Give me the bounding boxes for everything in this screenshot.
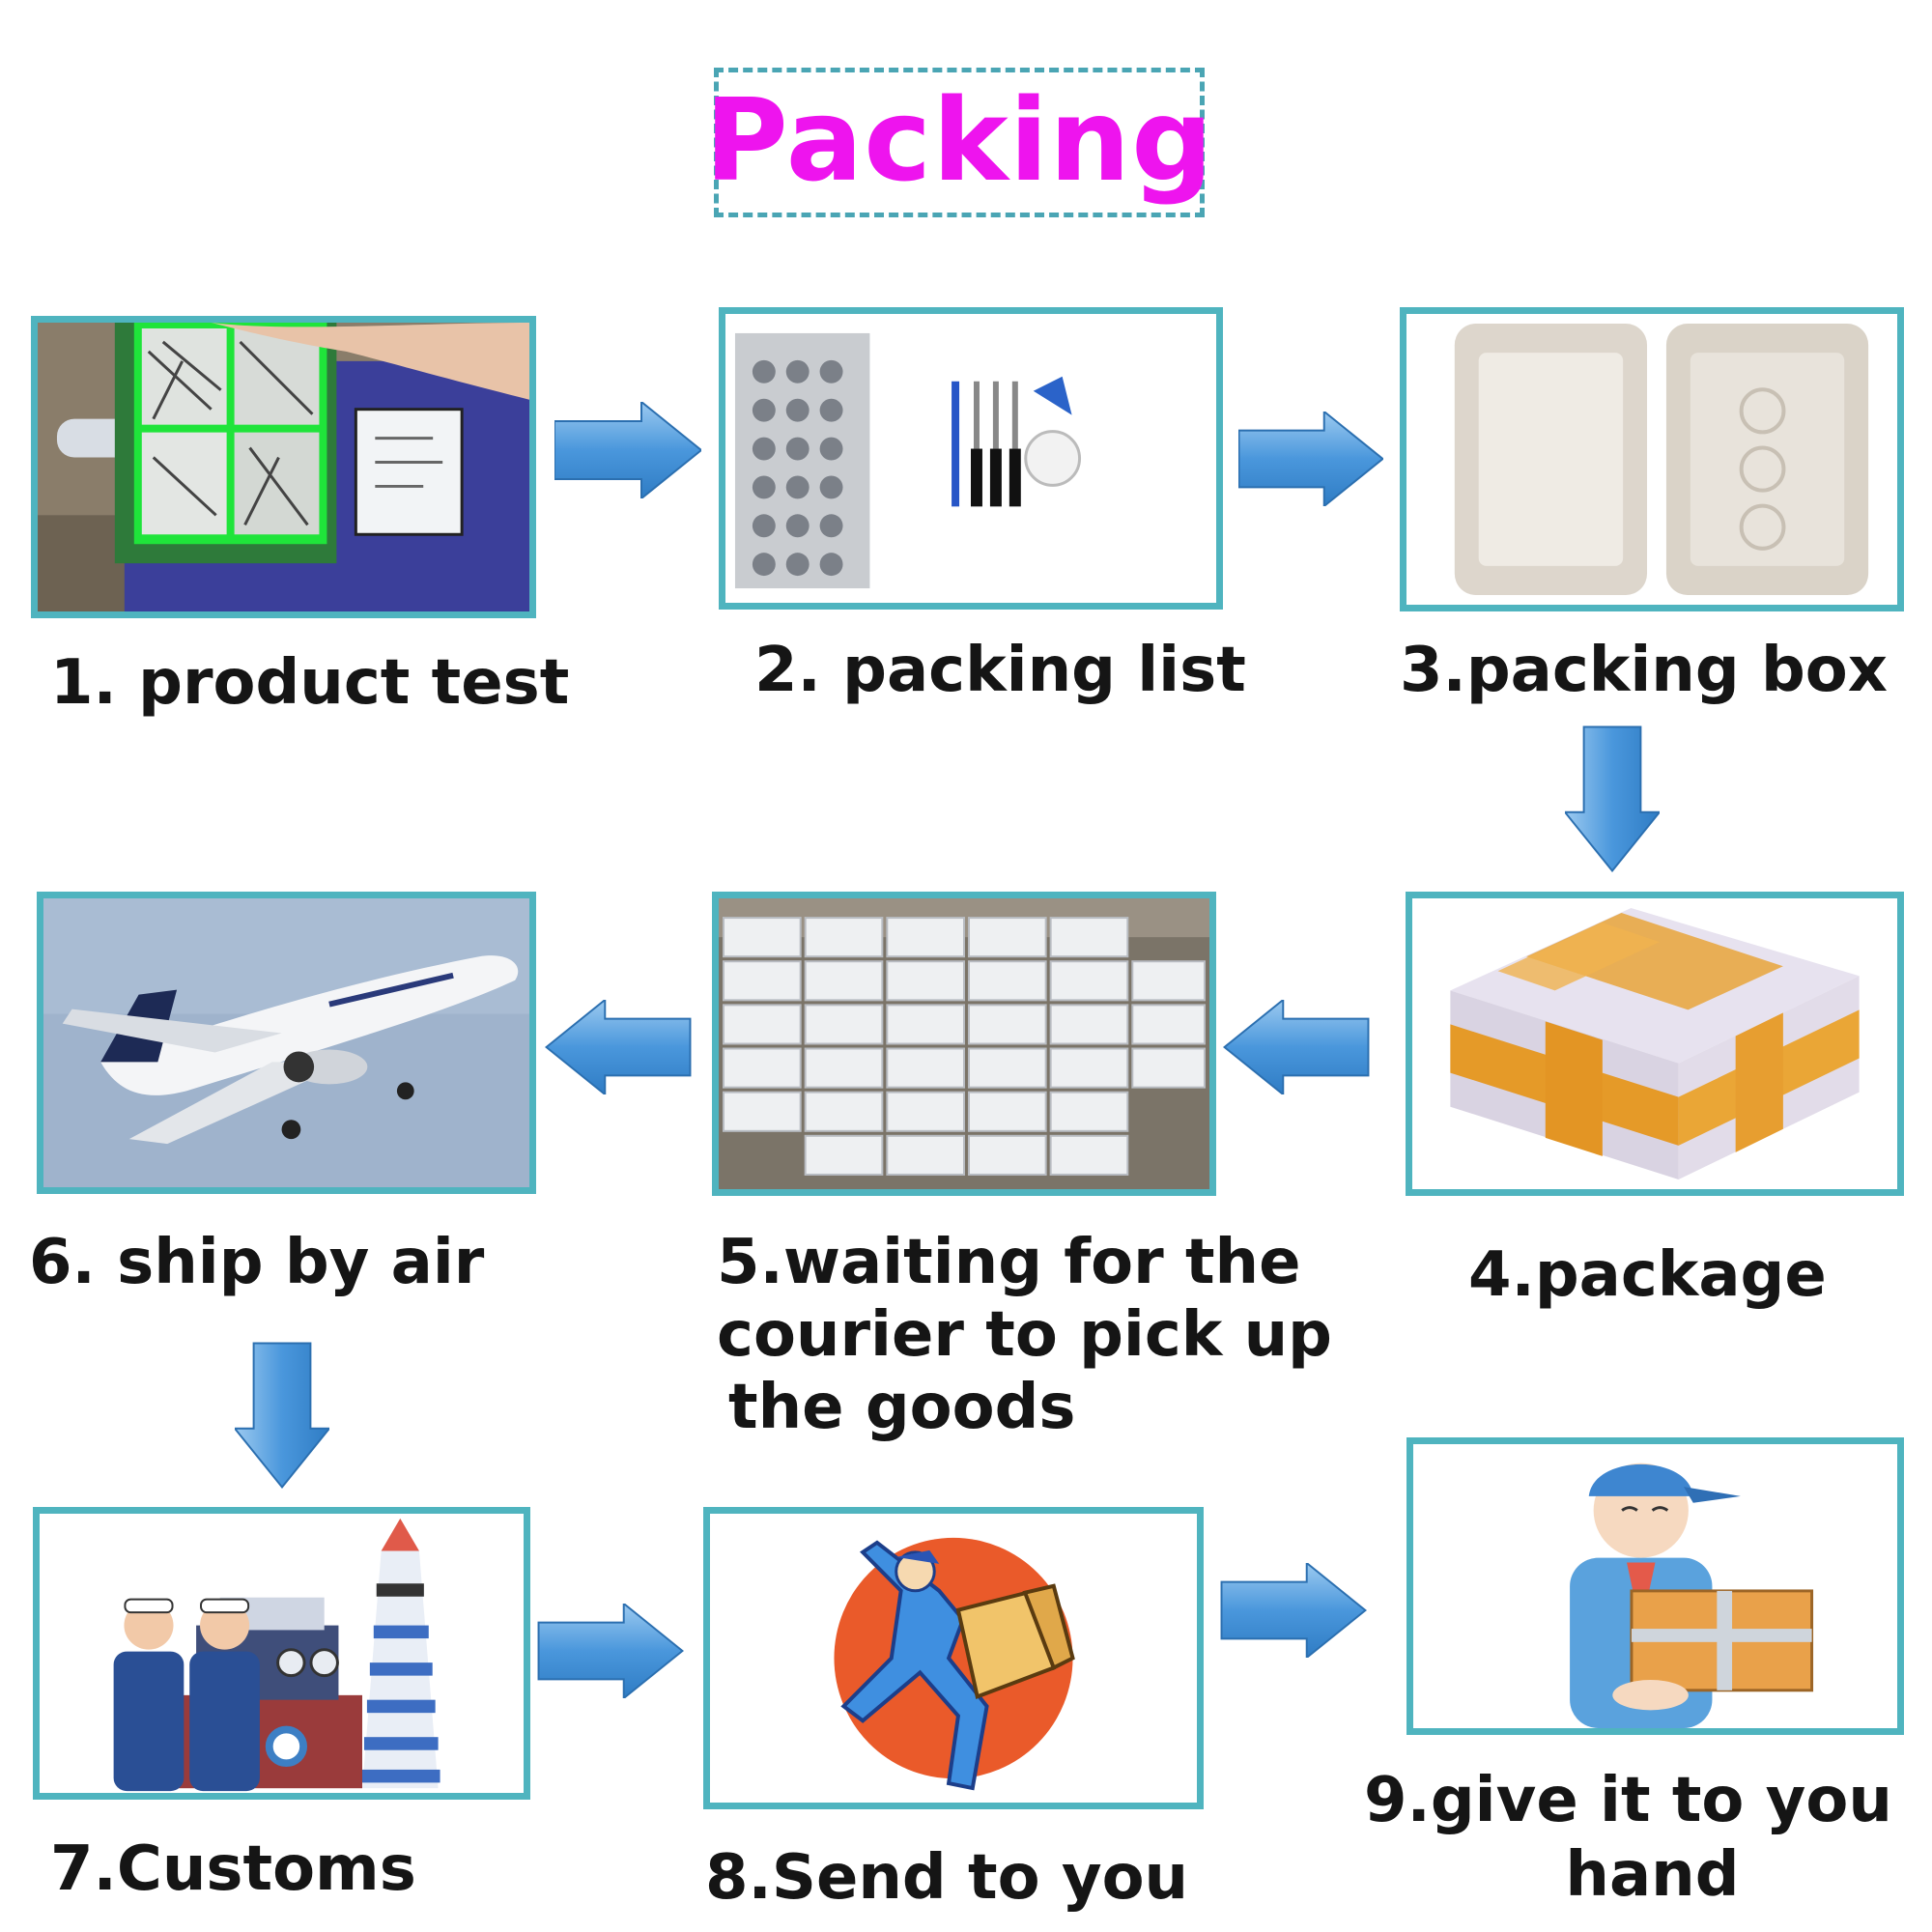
step-4-label: 4.package [1468,1239,1827,1311]
arrow-right-icon [1220,1563,1367,1658]
taped-parcel-image [1412,898,1897,1189]
step-1-frame [31,316,536,618]
arrow-left-icon [545,1000,692,1094]
stacked-packages-image [719,898,1209,1189]
step-5-label-line-2: courier to pick up [717,1298,1332,1371]
step-9-label-line-1: 9.give it to you [1364,1765,1892,1836]
step-5-label-line-1: 5.waiting for the [717,1227,1301,1298]
step-5-label: 5.waiting for the courier to pick up the… [717,1227,1332,1444]
step-9-frame [1406,1437,1904,1735]
arrow-left-icon [1223,1000,1370,1094]
airplane-image [43,898,529,1187]
step-3-frame [1400,307,1904,611]
step-2-frame [719,307,1223,610]
sailors-ship-lighthouse-image [40,1514,524,1793]
arrow-down-icon [235,1342,329,1489]
step-3-label: 3.packing box [1400,635,1888,706]
step-9-label: 9.give it to you hand [1364,1764,1892,1913]
step-1-label: 1. product test [50,647,570,719]
foam-box-image [1406,314,1897,605]
running-courier-image [710,1514,1197,1803]
step-9-label-line-2: hand [1565,1838,1740,1911]
step-6-frame [37,892,536,1194]
step-2-label: 2. packing list [754,635,1246,706]
page-title: Packing [704,72,1214,207]
arrow-right-icon [537,1604,684,1698]
step-6-label: 6. ship by air [29,1227,485,1298]
step-4-frame [1406,892,1904,1196]
test-device-image [38,323,529,611]
screen-and-tools-image [734,332,1082,589]
step-7-frame [33,1507,530,1800]
delivery-man-image [1413,1444,1897,1728]
step-8-label: 8.Send to you [705,1842,1189,1914]
step-5-frame [712,892,1216,1196]
arrow-right-icon [554,402,701,498]
arrow-down-icon [1565,725,1660,872]
step-8-frame [703,1507,1204,1809]
step-5-label-line-3: the goods [728,1371,1076,1443]
arrow-right-icon [1238,412,1383,506]
step-7-label: 7.Customs [50,1833,416,1905]
title-box: Packing [704,68,1213,217]
